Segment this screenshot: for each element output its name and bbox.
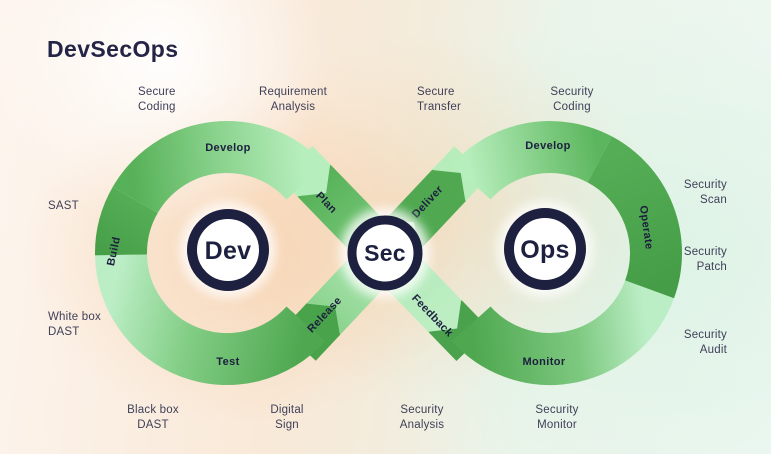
annotation-security-patch: Security Patch	[683, 246, 727, 274]
dev-circle	[187, 209, 269, 291]
chevron-release	[306, 303, 340, 336]
annotation-requirement-analysis: Requirement Analysis	[258, 86, 328, 114]
node-ops: Ops	[497, 201, 593, 297]
left-loop-top-arc	[112, 121, 326, 214]
stage-label-monitor: Monitor	[522, 356, 565, 368]
annotation-security-audit: Security Audit	[683, 329, 727, 357]
left-loop-bottom-arc	[95, 253, 326, 385]
annotation-security-scan: Security Scan	[683, 179, 727, 207]
stage-label-build: Build	[105, 236, 123, 267]
annotation-digital-sign: Digital Sign	[270, 404, 304, 432]
sec-label: Sec	[364, 240, 406, 266]
dev-label: Dev	[205, 237, 252, 265]
annotation-white-box-dast: White box DAST	[48, 311, 101, 339]
annotation-security-monitor: Security Monitor	[535, 404, 579, 432]
right-loop	[451, 121, 682, 385]
stage-label-develop-left: Develop	[205, 142, 251, 154]
right-loop-operate-arc	[586, 136, 682, 299]
node-sec: Sec	[340, 208, 430, 298]
page-title: DevSecOps	[47, 36, 179, 62]
node-dev: Dev	[180, 202, 276, 298]
ops-circle	[504, 208, 586, 290]
chevron-plan	[297, 164, 331, 197]
annotation-security-coding: Security Coding	[550, 86, 594, 114]
annotation-secure-coding: Secure Coding	[138, 86, 176, 114]
left-loop-build-arc	[95, 186, 159, 256]
ops-label: Ops	[520, 236, 570, 264]
annotation-sast: SAST	[48, 200, 79, 212]
annotation-secure-transfer: Secure Transfer	[417, 86, 461, 114]
right-loop-bottom-arc	[451, 279, 675, 385]
sec-circle	[347, 215, 423, 291]
right-loop-top-arc	[451, 121, 612, 201]
chevron-feedback	[428, 299, 462, 332]
chevron-deliver-end	[431, 170, 466, 202]
stage-label-test: Test	[216, 356, 239, 368]
annotation-security-analysis: Security Analysis	[399, 404, 445, 432]
left-loop	[95, 121, 326, 385]
annotation-black-box-dast: Black box DAST	[127, 404, 179, 432]
stage-label-develop-right: Develop	[525, 140, 571, 152]
